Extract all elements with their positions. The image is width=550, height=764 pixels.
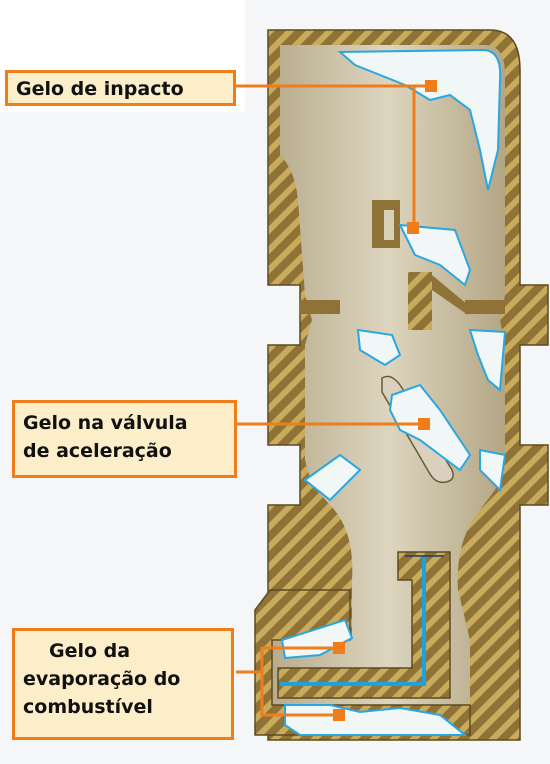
label-fuel-ice-line2: evaporação do — [23, 665, 223, 693]
label-throttle-ice-line2: de aceleração — [23, 437, 226, 465]
throttle-ice-marker — [418, 418, 430, 430]
label-fuel-ice-line3: combustível — [23, 693, 223, 721]
label-impact-ice-text: Gelo de inpacto — [16, 75, 225, 103]
label-fuel-ice-line1: Gelo da — [23, 637, 223, 665]
label-throttle-ice-line1: Gelo na válvula — [23, 409, 226, 437]
label-impact-ice: Gelo de inpacto — [5, 70, 236, 106]
label-throttle-ice: Gelo na válvula de aceleração — [12, 400, 237, 478]
label-fuel-ice: Gelo da evaporação do combustível — [12, 628, 234, 740]
fuel-ice-marker — [333, 642, 345, 654]
impact-ice-marker — [425, 80, 437, 92]
